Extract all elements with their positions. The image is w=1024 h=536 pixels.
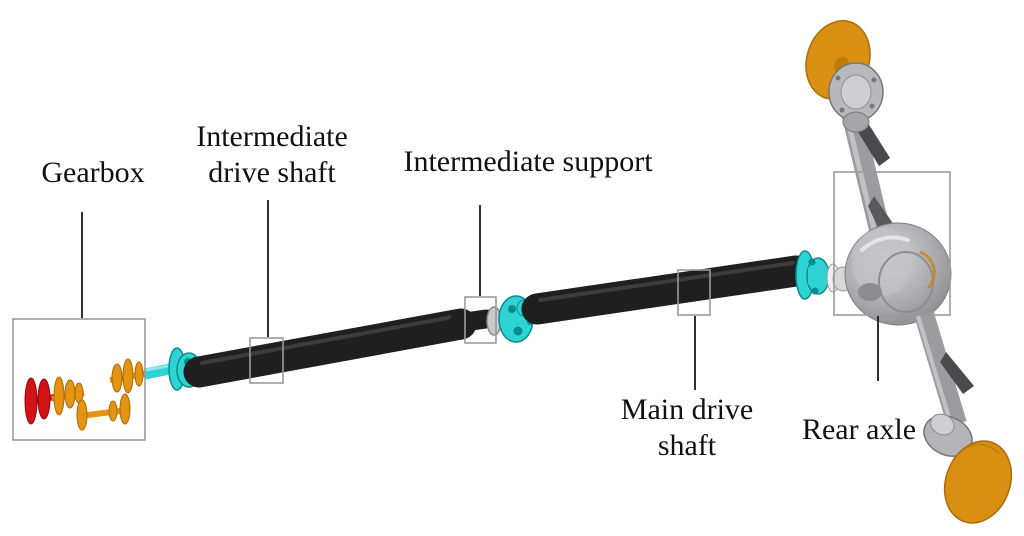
main-drive-shaft-callout-box (677, 269, 711, 316)
intermediate-drive-shaft-callout-box (249, 337, 284, 384)
gearbox-callout-box (12, 318, 146, 441)
main-drive-shaft-icon (521, 255, 812, 325)
rear-universal-joint-icon (795, 250, 854, 300)
rear-axle-label: Rear axle (801, 413, 917, 446)
intermediate-drive-shaft-icon (183, 308, 496, 388)
gearbox-label: Gearbox (41, 156, 145, 189)
main-drive-shaft-label: Main drive shaft (620, 393, 754, 462)
intermediate-support-label: Intermediate support (403, 145, 653, 178)
rear-axle-callout-box (833, 171, 951, 316)
rear-axle-assembly-icon (805, 20, 1013, 524)
intermediate-drive-shaft-label: Intermediate drive shaft (196, 120, 348, 189)
intermediate-support-callout-box (464, 296, 497, 344)
gearbox-gears-icon (24, 358, 151, 431)
